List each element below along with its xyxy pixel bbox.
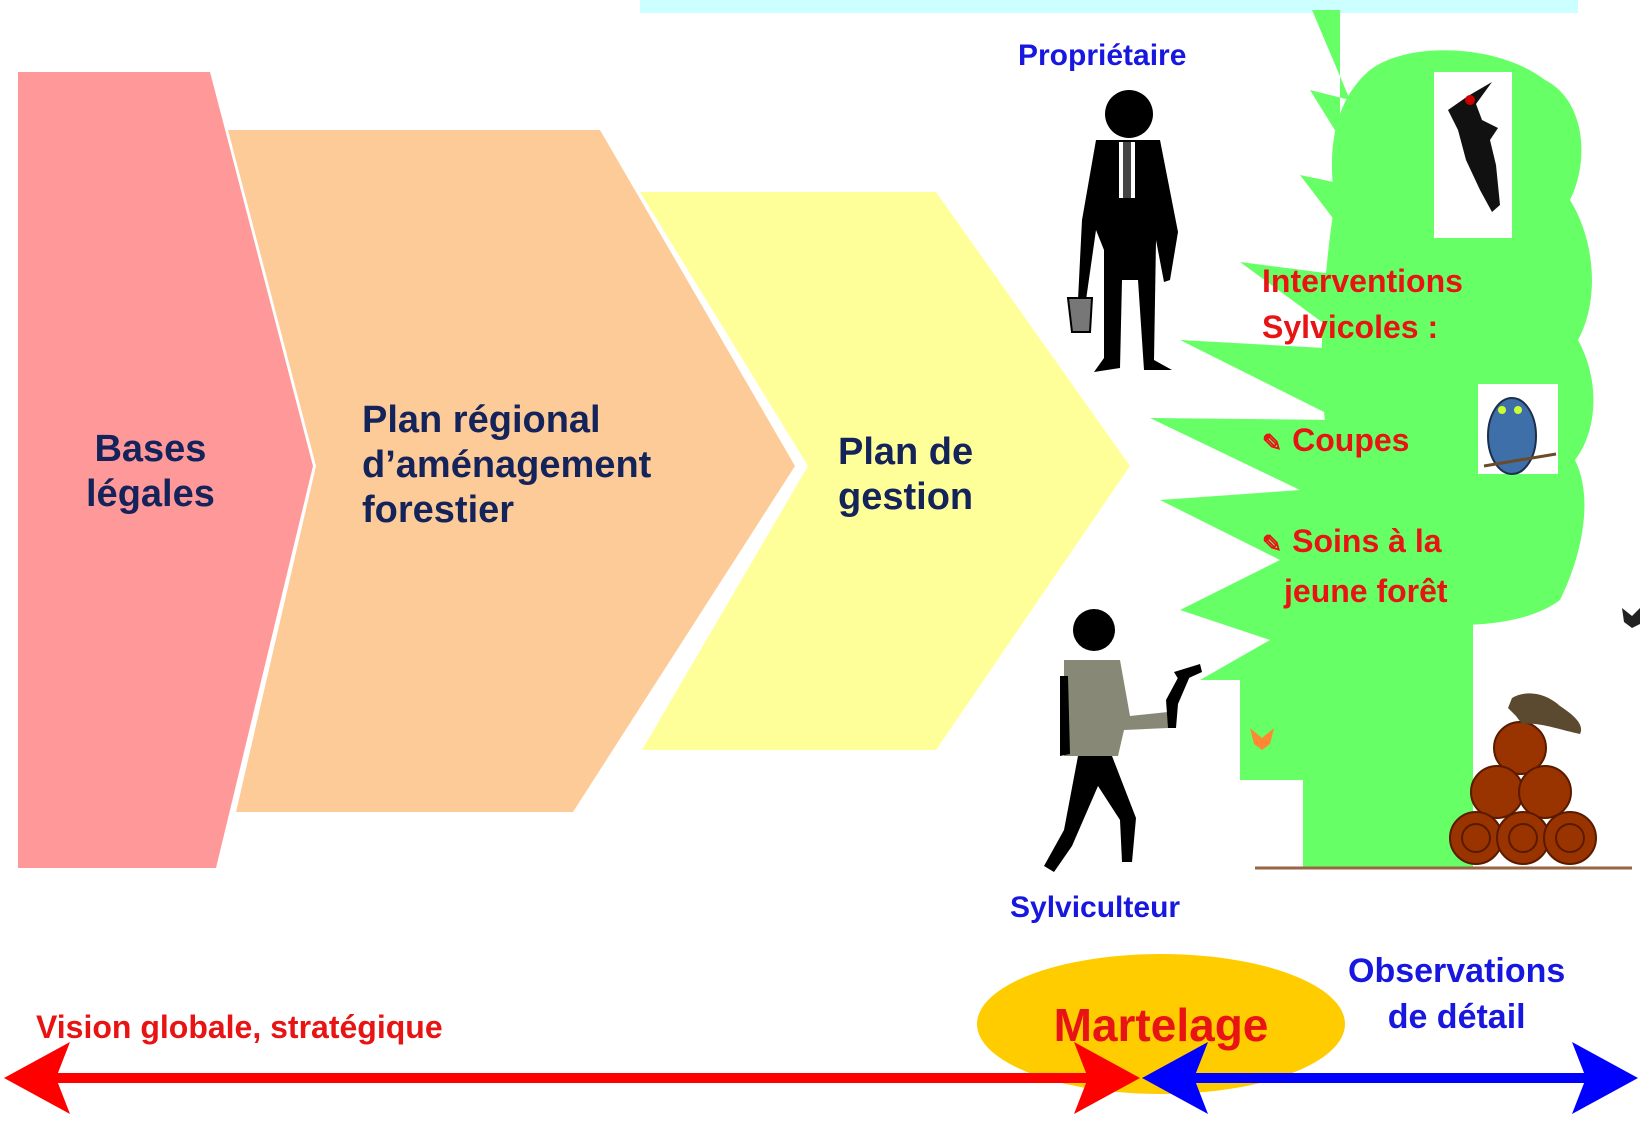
martelage-ellipse [977,954,1345,1094]
log-middle-right [1518,765,1572,819]
forester-label: Sylviculteur [1010,891,1181,924]
stage-chevron-plan-regional [228,130,795,812]
tree-crown [1321,50,1594,625]
owner-figure [1066,90,1178,372]
intervention-item-text: Coupes [1292,422,1410,458]
stage-label-line: Bases [94,428,207,470]
owl-icon [1487,397,1537,475]
log-ring-1 [1461,823,1491,853]
stage-label-line: légales [86,473,215,515]
stage-label-line: gestion [838,476,974,518]
scale-right-line: Observations [1348,952,1566,990]
marten-icon [1508,693,1582,734]
butterfly-orange-icon [1250,728,1274,750]
log-top [1493,721,1547,775]
stage-chevron-bases-legales [18,72,313,868]
stage-label-line: forestier [362,489,515,531]
log-ring-2 [1508,823,1538,853]
intervention-item-soins: ✎ Soins à la jeune forêt [1262,518,1448,614]
scale-right-text: Observations de détail [1348,948,1565,1040]
top-band [640,0,1578,13]
intervention-item-coupes: ✎ Coupes [1262,420,1409,464]
owl-branch [1483,452,1557,468]
intervention-item-text: Soins à la [1292,523,1442,559]
conifer-tree [1150,10,1380,780]
butterfly-dark-icon [1622,608,1640,628]
log-bottom-right [1543,811,1597,865]
interventions-title-line: Sylvicoles : [1262,309,1439,345]
stage-label-plan-regional: Plan régional d’aménagement forestier [362,398,651,533]
forester-figure [1044,609,1202,872]
arrow-global-red [4,1042,1140,1114]
owl-eye-left [1498,406,1506,414]
log-bottom-left [1449,811,1503,865]
interventions-title: Interventions Sylvicoles : [1262,258,1463,350]
stage-label-line: d’aménagement [362,444,652,486]
woodpecker-icon [1448,82,1500,212]
arrow-detail-blue [1142,1042,1638,1114]
log-middle-left [1470,765,1524,819]
martelage-label: Martelage [1053,999,1269,1051]
owl-eye-right [1514,406,1522,414]
interventions-title-line: Interventions [1262,263,1463,299]
intervention-item-text: jeune forêt [1284,573,1448,609]
stage-label-bases-legales: Bases légales [86,427,215,517]
stage-chevron-plan-gestion [640,192,1130,750]
log-bottom-middle [1496,811,1550,865]
hand-pointer-icon: ✎ [1262,531,1283,558]
stage-label-line: Plan de [838,431,974,473]
stage-label-line: Plan régional [362,399,601,441]
scale-left-text: Vision globale, stratégique [36,1009,443,1045]
log-ring-3 [1555,823,1585,853]
hand-pointer-icon: ✎ [1262,430,1283,457]
stage-label-plan-gestion: Plan de gestion [838,430,973,520]
scale-right-line: de détail [1387,998,1526,1036]
owner-label: Propriétaire [1018,39,1187,72]
woodpecker-crest [1465,95,1475,105]
